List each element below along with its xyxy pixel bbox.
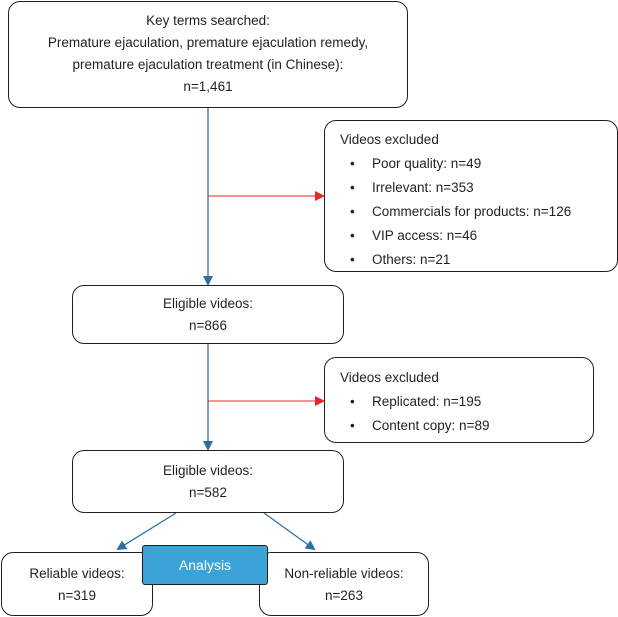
list-item: •Replicated: n=195 bbox=[325, 390, 593, 414]
search-terms-line: premature ejaculation treatment (in Chin… bbox=[72, 57, 344, 72]
bullet-icon: • bbox=[350, 180, 355, 195]
search-terms-heading: Key terms searched: bbox=[146, 13, 270, 28]
analysis-badge: Analysis bbox=[142, 545, 268, 585]
flow-arrow-to-non-reliable bbox=[263, 512, 316, 551]
bullet-icon: • bbox=[350, 252, 355, 267]
eligible-label: Eligible videos: bbox=[162, 296, 254, 311]
eligible-videos-box-2: Eligible videos: n=582 bbox=[72, 450, 344, 513]
bullet-icon: • bbox=[350, 394, 355, 409]
reliable-videos-box: Reliable videos: n=319 bbox=[1, 552, 153, 616]
eligible-label: Eligible videos: bbox=[162, 463, 254, 478]
exclusion-title: Videos excluded bbox=[340, 370, 439, 385]
list-item: •Content copy: n=89 bbox=[325, 414, 593, 438]
bullet-icon: • bbox=[350, 228, 355, 243]
eligible-videos-box-1: Eligible videos: n=866 bbox=[72, 285, 344, 344]
reliable-label: Reliable videos: bbox=[29, 566, 125, 581]
exclusion-box-2: Videos excluded •Replicated: n=195 •Cont… bbox=[324, 357, 594, 443]
non-reliable-label: Non-reliable videos: bbox=[284, 566, 404, 581]
flow-arrow-to-reliable bbox=[116, 512, 177, 551]
list-item: •Others: n=21 bbox=[325, 248, 617, 272]
exclusion-box-1: Videos excluded •Poor quality: n=49 •Irr… bbox=[324, 120, 618, 272]
eligible-count: n=866 bbox=[189, 318, 227, 333]
exclusion-list: •Poor quality: n=49 •Irrelevant: n=353 •… bbox=[325, 152, 617, 272]
search-total-count: n=1,461 bbox=[183, 79, 233, 94]
non-reliable-videos-box: Non-reliable videos: n=263 bbox=[259, 552, 429, 616]
list-item: •Poor quality: n=49 bbox=[325, 152, 617, 176]
list-item: •Irrelevant: n=353 bbox=[325, 176, 617, 200]
search-terms-line: Premature ejaculation, premature ejacula… bbox=[47, 35, 369, 50]
bullet-icon: • bbox=[350, 156, 355, 171]
eligible-count: n=582 bbox=[189, 485, 227, 500]
exclusion-list: •Replicated: n=195 •Content copy: n=89 bbox=[325, 390, 593, 438]
search-terms-box: Key terms searched: Premature ejaculatio… bbox=[8, 1, 408, 108]
reliable-count: n=319 bbox=[58, 588, 96, 603]
bullet-icon: • bbox=[350, 418, 355, 433]
list-item: •Commercials for products: n=126 bbox=[325, 200, 617, 224]
exclusion-title: Videos excluded bbox=[340, 132, 439, 147]
bullet-icon: • bbox=[350, 204, 355, 219]
non-reliable-count: n=263 bbox=[325, 588, 363, 603]
list-item: •VIP access: n=46 bbox=[325, 224, 617, 248]
